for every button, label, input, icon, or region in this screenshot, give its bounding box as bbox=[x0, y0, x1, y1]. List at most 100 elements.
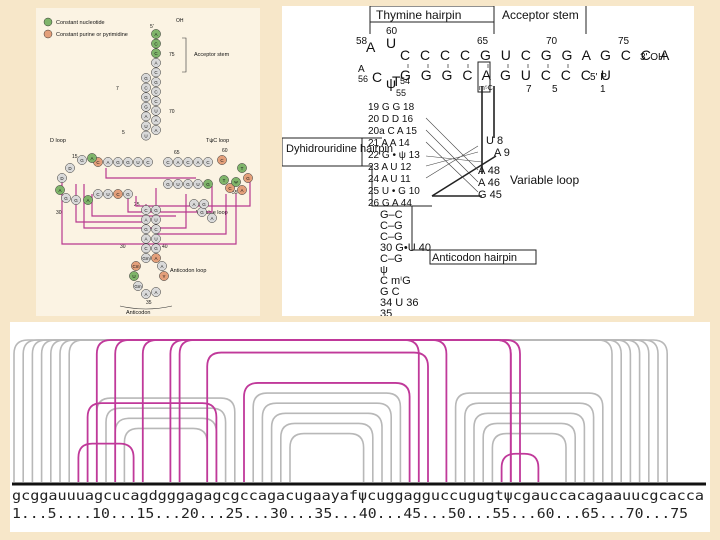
nucleotide-label: T bbox=[223, 178, 226, 183]
nucleotide-node bbox=[141, 253, 151, 263]
svg-text:m⁵C: m⁵C bbox=[479, 85, 493, 92]
pairing-arc bbox=[114, 339, 512, 482]
nucleotide-label: D bbox=[60, 176, 64, 181]
svg-text:30: 30 bbox=[120, 244, 126, 250]
nucleotide-label: C bbox=[144, 246, 148, 251]
nucleotide-label: C bbox=[154, 99, 158, 104]
mid-row: G G G C A G U C C C U bbox=[400, 67, 614, 83]
svg-text:75: 75 bbox=[618, 36, 630, 47]
nucleotide-label: C bbox=[228, 186, 232, 191]
top-row: C C C C G U C G G A G C C A bbox=[400, 47, 672, 63]
pairing-arc bbox=[261, 402, 392, 482]
nucleotide-node bbox=[113, 157, 123, 167]
nucleotide-label: G bbox=[144, 95, 148, 100]
d-arm-row: 24 A U 11 bbox=[368, 174, 411, 185]
nucleotide-node bbox=[193, 157, 203, 167]
five-prime-label: 5' bbox=[150, 24, 154, 30]
svg-text:A 9: A 9 bbox=[494, 147, 510, 159]
pairing-arc bbox=[68, 339, 613, 482]
nucleotide-node bbox=[141, 82, 151, 93]
nucleotide-label: C bbox=[96, 192, 100, 197]
nucleotide-label: G bbox=[64, 196, 68, 201]
legend-constant-nucleotide-icon bbox=[43, 17, 53, 27]
cloverleaf-diagram: Constant nucleotide Constant purine or p… bbox=[36, 8, 260, 316]
nucleotide-node bbox=[207, 213, 217, 223]
pairing-arc bbox=[206, 351, 429, 482]
nucleotide-node bbox=[141, 233, 151, 244]
nucleotide-node bbox=[219, 175, 229, 185]
nucleotide-label: C bbox=[166, 160, 170, 165]
pairing-arc bbox=[178, 339, 521, 482]
svg-text:60: 60 bbox=[222, 148, 228, 154]
nucleotide-node bbox=[141, 111, 151, 122]
nucleotide-label: G bbox=[154, 246, 158, 251]
svg-text:54: 54 bbox=[400, 76, 410, 86]
svg-text:70: 70 bbox=[169, 109, 175, 115]
anticodon-stem-row: ψ bbox=[380, 264, 388, 276]
nucleotide-node bbox=[113, 189, 123, 199]
svg-text:A 48: A 48 bbox=[478, 165, 500, 177]
nucleotide-label: G bbox=[154, 208, 158, 213]
nucleotide-label: U bbox=[154, 109, 157, 114]
svg-text:35: 35 bbox=[146, 300, 152, 306]
nucleotide-label: C bbox=[220, 158, 224, 163]
svg-text:C: C bbox=[372, 69, 382, 85]
nucleotide-node bbox=[151, 205, 161, 215]
nucleotide-label: U bbox=[176, 182, 179, 187]
nucleotide-node bbox=[173, 179, 183, 189]
position-ruler: 1...5....10...15...20...25...30...35...4… bbox=[12, 507, 688, 522]
anticodon-stem-row: 30 G•U 40 bbox=[380, 242, 431, 254]
nucleotide-node bbox=[163, 157, 173, 167]
nucleotide-label: A bbox=[144, 114, 147, 119]
nucleotide-label: Ψ bbox=[234, 180, 238, 185]
nucleotide-node bbox=[141, 73, 151, 83]
nucleotide-node bbox=[151, 48, 161, 59]
pairing-arc bbox=[473, 412, 586, 482]
pairing-arc bbox=[105, 407, 227, 482]
nucleotide-label: G bbox=[186, 182, 190, 187]
nucleotide-node bbox=[141, 224, 151, 235]
nucleotide-node bbox=[77, 155, 87, 165]
nucleotide-node bbox=[163, 179, 173, 189]
nucleotide-node bbox=[55, 185, 65, 195]
nucleotide-label: D bbox=[68, 166, 72, 171]
svg-text:G 45: G 45 bbox=[478, 189, 502, 201]
pairing-arc bbox=[22, 339, 659, 482]
anticodon-stem-row: 34 U 36 bbox=[380, 297, 419, 309]
pairing-arc bbox=[500, 452, 540, 482]
nucleotide-node bbox=[103, 157, 113, 167]
nucleotide-node bbox=[151, 214, 161, 225]
pairing-arc bbox=[77, 442, 135, 482]
svg-text:55: 55 bbox=[396, 88, 406, 98]
nucleotide-node bbox=[83, 195, 93, 205]
nucleotide-label: C bbox=[116, 192, 120, 197]
pairing-arc bbox=[96, 397, 236, 482]
nucleotide-node bbox=[141, 92, 151, 103]
nucleotide-label: A bbox=[154, 290, 157, 295]
svg-text:15: 15 bbox=[72, 154, 78, 160]
svg-text:7: 7 bbox=[116, 86, 119, 92]
nucleotide-label: C bbox=[154, 70, 158, 75]
nucleotide-node bbox=[151, 233, 161, 244]
d-arm-row: 21 A A 14 bbox=[368, 138, 410, 149]
nucleotide-label: U bbox=[154, 217, 157, 222]
nucleotide-node bbox=[237, 185, 247, 195]
nucleotide-node bbox=[103, 189, 113, 199]
svg-text:T: T bbox=[392, 73, 401, 89]
nucleotide-label: U bbox=[144, 133, 147, 138]
svg-text:3' OH: 3' OH bbox=[640, 52, 665, 63]
nucleotide-node bbox=[141, 205, 151, 215]
nucleotide-node bbox=[151, 96, 161, 107]
svg-text:5: 5 bbox=[122, 130, 125, 136]
nucleotide-node bbox=[141, 130, 151, 141]
nucleotide-node bbox=[151, 253, 161, 263]
nucleotide-label: C bbox=[154, 41, 158, 46]
nucleotide-node bbox=[199, 199, 209, 209]
pairing-arc bbox=[13, 339, 668, 482]
nucleotide-node bbox=[243, 173, 253, 183]
nucleotide-label: C bbox=[154, 51, 158, 56]
nucleotide-label: C bbox=[206, 160, 210, 165]
nucleotide-label: A bbox=[210, 216, 213, 221]
nucleotide-node bbox=[143, 157, 153, 167]
anticodon-stem-row: C–G bbox=[380, 253, 403, 265]
